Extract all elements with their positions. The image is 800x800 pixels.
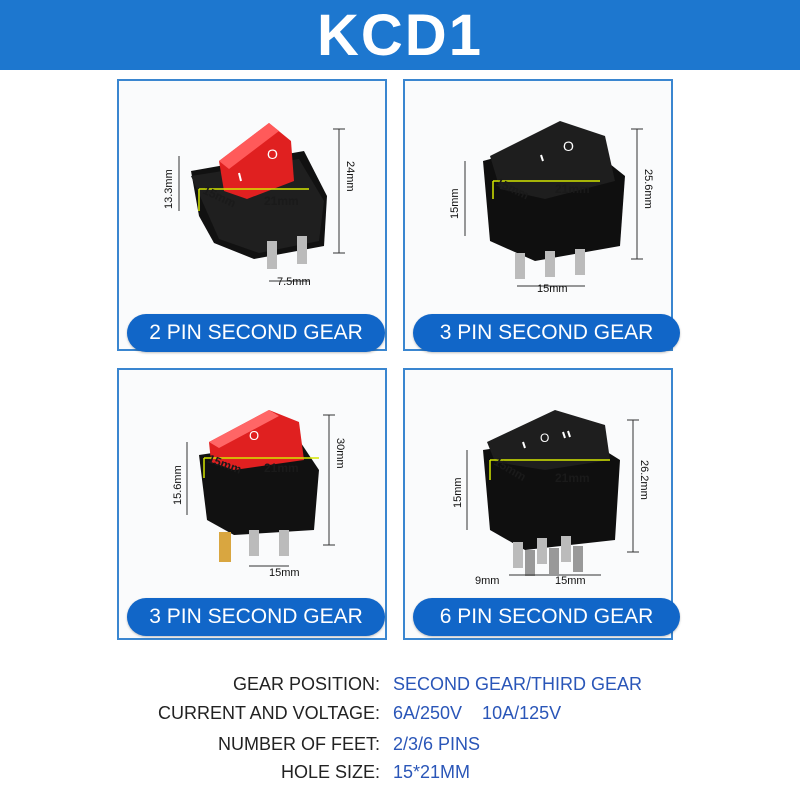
title-banner: KCD1 bbox=[0, 0, 800, 70]
label-6-pin: 6 PIN SECOND GEAR bbox=[413, 598, 680, 636]
dim-pin-spacing: 7.5mm bbox=[277, 276, 311, 288]
dim-height: 24mm bbox=[344, 161, 356, 192]
dim-width: 21mm bbox=[555, 182, 590, 196]
svg-text:O: O bbox=[563, 138, 574, 154]
spec-label-current: CURRENT AND VOLTAGE: bbox=[157, 703, 380, 723]
dim-width: 21mm bbox=[555, 471, 590, 485]
svg-text:O: O bbox=[540, 431, 549, 445]
switch-6-pin-image: 26.2mm 15mm O 21mm 15mm 9mm 15mm bbox=[452, 410, 650, 587]
spec-label-gear: GEAR POSITION: bbox=[232, 674, 380, 694]
dim-side: 15.6mm bbox=[172, 465, 184, 505]
dim-width: 21mm bbox=[264, 461, 299, 475]
spec-value-hole: 15*21MM bbox=[393, 762, 471, 782]
panel-2-pin: 24mm 13.3mm O 21mm 15mm 7.5mm bbox=[117, 79, 387, 351]
switch-3-pin-black-image: 25.6mm 15mm O 21mm 15mm 15mm bbox=[449, 121, 654, 295]
svg-text:O: O bbox=[267, 146, 278, 162]
dim-pin-spacing: 15mm bbox=[537, 283, 568, 295]
dim-side: 13.3mm bbox=[163, 169, 175, 209]
label-3-pin-b: 3 PIN SECOND GEAR bbox=[127, 598, 385, 636]
dim-side: 15mm bbox=[449, 188, 461, 219]
spec-value-current: 6A/250V 10A/125V bbox=[393, 703, 562, 723]
svg-text:O: O bbox=[249, 428, 259, 443]
label-3-pin-a: 3 PIN SECOND GEAR bbox=[413, 314, 680, 352]
switch-3-pin-red-image: 30mm 15.6mm O 21mm 15mm 15mm bbox=[172, 410, 346, 579]
panel-3-pin-a: 25.6mm 15mm O 21mm 15mm 15mm bbox=[403, 79, 673, 351]
spec-label-hole: HOLE SIZE: bbox=[280, 762, 380, 782]
dim-height: 25.6mm bbox=[642, 169, 654, 209]
dim-height: 26.2mm bbox=[638, 460, 650, 500]
label-2-pin: 2 PIN SECOND GEAR bbox=[127, 314, 385, 352]
dim-pin-spacing: 15mm bbox=[555, 575, 586, 587]
spec-label-feet: NUMBER OF FEET: bbox=[217, 734, 380, 754]
dim-width: 21mm bbox=[264, 194, 299, 208]
dim-height: 30mm bbox=[334, 438, 346, 469]
dim-pin-spacing: 15mm bbox=[269, 567, 300, 579]
dim-side: 15mm bbox=[452, 477, 464, 508]
switch-2-pin-image: 24mm 13.3mm O 21mm 15mm 7.5mm bbox=[163, 123, 356, 288]
dim-pin-gap: 9mm bbox=[475, 575, 499, 587]
spec-value-gear: SECOND GEAR/THIRD GEAR bbox=[393, 674, 643, 694]
panel-6-pin: 26.2mm 15mm O 21mm 15mm 9mm 15mm bbox=[403, 368, 673, 640]
panel-3-pin-b: 30mm 15.6mm O 21mm 15mm 15mm bbox=[117, 368, 387, 640]
spec-value-feet: 2/3/6 PINS bbox=[393, 734, 481, 754]
page-title: KCD1 bbox=[317, 3, 483, 68]
